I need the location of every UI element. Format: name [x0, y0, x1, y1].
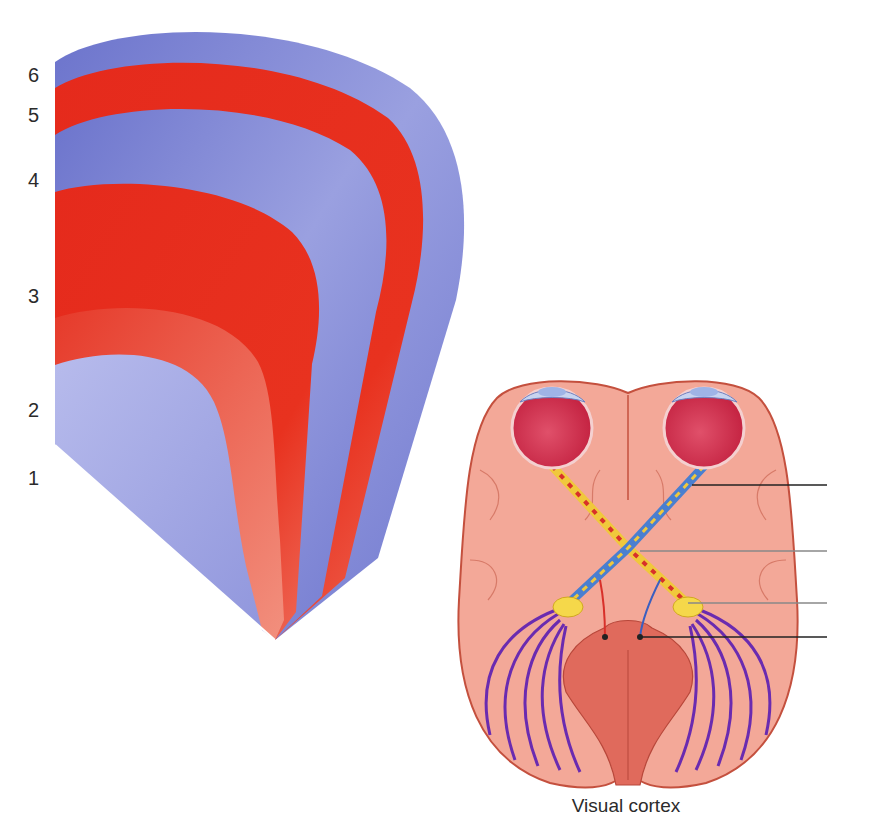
layer-number: 3: [28, 286, 39, 306]
layer-number: 2: [28, 400, 39, 420]
caption-label: Visual cortex: [572, 796, 680, 815]
layer-number: 4: [28, 170, 39, 190]
brain: [458, 381, 797, 787]
leader-lines: [640, 485, 827, 637]
layer-number: 5: [28, 105, 39, 125]
lgn-layers: [55, 32, 464, 640]
layer-number: 1: [28, 468, 39, 488]
layer-number: 6: [28, 65, 39, 85]
